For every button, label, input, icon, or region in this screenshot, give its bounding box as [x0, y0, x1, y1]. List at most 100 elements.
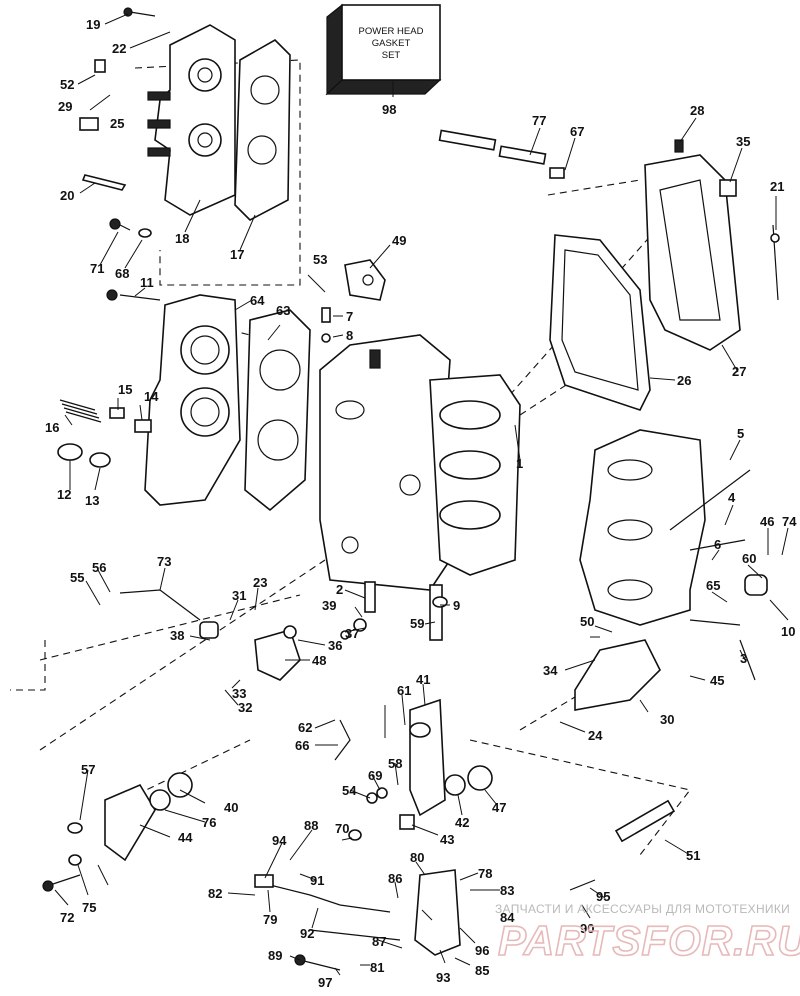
- callout-34: 34: [543, 663, 558, 678]
- crankcase: [579, 429, 706, 626]
- callout-63: 63: [276, 303, 290, 318]
- callout-90: 90: [580, 921, 594, 936]
- callout-54: 54: [342, 783, 357, 798]
- callout-7-top: 7: [346, 309, 353, 324]
- gasket-set-line-1: POWER HEAD: [359, 26, 424, 37]
- callout-77: 77: [532, 113, 546, 128]
- callout-3: 3: [740, 651, 747, 666]
- callout-68: 68: [115, 266, 129, 281]
- callout-73: 73: [157, 554, 171, 569]
- callout-45: 45: [710, 673, 724, 688]
- callout-4: 4: [728, 490, 736, 505]
- callout-19: 19: [86, 17, 100, 32]
- callout-24: 24: [588, 728, 603, 743]
- callout-22: 22: [112, 41, 126, 56]
- callout-98: 98: [382, 102, 396, 117]
- callout-74: 74: [782, 514, 797, 529]
- callout-14: 14: [144, 389, 159, 404]
- callout-69: 69: [368, 768, 382, 783]
- callout-17: 17: [230, 247, 244, 262]
- callout-97: 97: [318, 975, 332, 990]
- callout-50: 50: [580, 614, 594, 629]
- hoses: [438, 129, 547, 165]
- callout-96: 96: [475, 943, 489, 958]
- callout-92: 92: [300, 926, 314, 941]
- callout-59: 59: [410, 616, 424, 631]
- callout-6: 6: [714, 537, 721, 552]
- callout-18: 18: [175, 231, 189, 246]
- callout-60: 60: [742, 551, 756, 566]
- throttle-linkage: [42, 589, 676, 971]
- thermostat-parts: [57, 399, 152, 468]
- callout-78: 78: [478, 866, 492, 881]
- callout-62-left: 62: [298, 720, 312, 735]
- callout-26: 26: [677, 373, 691, 388]
- watermark-caption: ЗАПЧАСТИ И АКСЕССУАРЫ ДЛЯ МОТОТЕХНИКИ: [495, 902, 790, 916]
- callout-76-upper: 76: [202, 815, 216, 830]
- callout-10: 10: [781, 624, 795, 639]
- callout-36: 36: [328, 638, 342, 653]
- cylinder-head-cover: [147, 24, 236, 216]
- callout-37: 37: [345, 626, 359, 641]
- callout-52: 52: [60, 77, 74, 92]
- callout-89: 89: [268, 948, 282, 963]
- head-gasket-top: [234, 39, 291, 221]
- callout-12: 12: [57, 487, 71, 502]
- callout-43: 43: [440, 832, 454, 847]
- callout-64: 64: [250, 293, 265, 308]
- callout-79: 79: [263, 912, 277, 927]
- callout-38: 38: [170, 628, 184, 643]
- callout-9: 9: [453, 598, 460, 613]
- callout-41: 41: [416, 672, 430, 687]
- cylinder-block: [319, 334, 521, 591]
- callout-66: 66: [295, 738, 309, 753]
- callout-85: 85: [475, 963, 489, 978]
- callout-39: 39: [322, 598, 336, 613]
- exhaust-cover-plate: [144, 294, 241, 506]
- transfer-port-cover: [644, 154, 741, 351]
- callout-81: 81: [370, 960, 384, 975]
- callout-44: 44: [178, 830, 193, 845]
- small-hardware: [79, 7, 780, 681]
- callout-65-right: 65: [706, 578, 720, 593]
- callout-2: 2: [336, 582, 343, 597]
- transfer-port-gasket: [549, 234, 651, 411]
- callout-80: 80: [410, 850, 424, 865]
- callout-95: 95: [596, 889, 610, 904]
- callout-48: 48: [312, 653, 326, 668]
- callout-55-top: 55: [70, 570, 84, 585]
- callout-21: 21: [770, 179, 784, 194]
- callout-84: 84: [500, 910, 515, 925]
- callout-23: 23: [253, 575, 267, 590]
- watermark-brand: PARTSFOR.RU: [498, 917, 800, 964]
- callout-31: 31: [232, 588, 246, 603]
- callout-67: 67: [570, 124, 584, 139]
- callout-57: 57: [81, 762, 95, 777]
- callout-46: 46: [760, 514, 774, 529]
- callout-28: 28: [690, 103, 704, 118]
- callout-40: 40: [224, 800, 238, 815]
- callout-82: 82: [208, 886, 222, 901]
- gasket-set-line-2: GASKET: [372, 38, 411, 49]
- callout-33: 33: [232, 686, 246, 701]
- callout-30: 30: [660, 712, 674, 727]
- callout-88: 88: [304, 818, 318, 833]
- callout-35: 35: [736, 134, 750, 149]
- callout-29: 29: [58, 99, 72, 114]
- callout-86: 86: [388, 871, 402, 886]
- callout-53-top: 53: [313, 252, 327, 267]
- callout-25: 25: [110, 116, 124, 131]
- callout-13: 13: [85, 493, 99, 508]
- callout-47: 47: [492, 800, 506, 815]
- callout-11: 11: [140, 275, 154, 290]
- callout-49: 49: [392, 233, 406, 248]
- callout-61: 61: [397, 683, 411, 698]
- callout-8-top: 8: [346, 328, 353, 343]
- callout-numbers: 19 22 52 25 29 20 18 17 71 68 11 53 49 7…: [45, 17, 797, 990]
- callout-20: 20: [60, 188, 74, 203]
- callout-91: 91: [310, 873, 324, 888]
- callout-51: 51: [686, 848, 700, 863]
- callout-58: 58: [388, 756, 402, 771]
- gasket-set-box: POWER HEAD GASKET SET: [325, 3, 442, 96]
